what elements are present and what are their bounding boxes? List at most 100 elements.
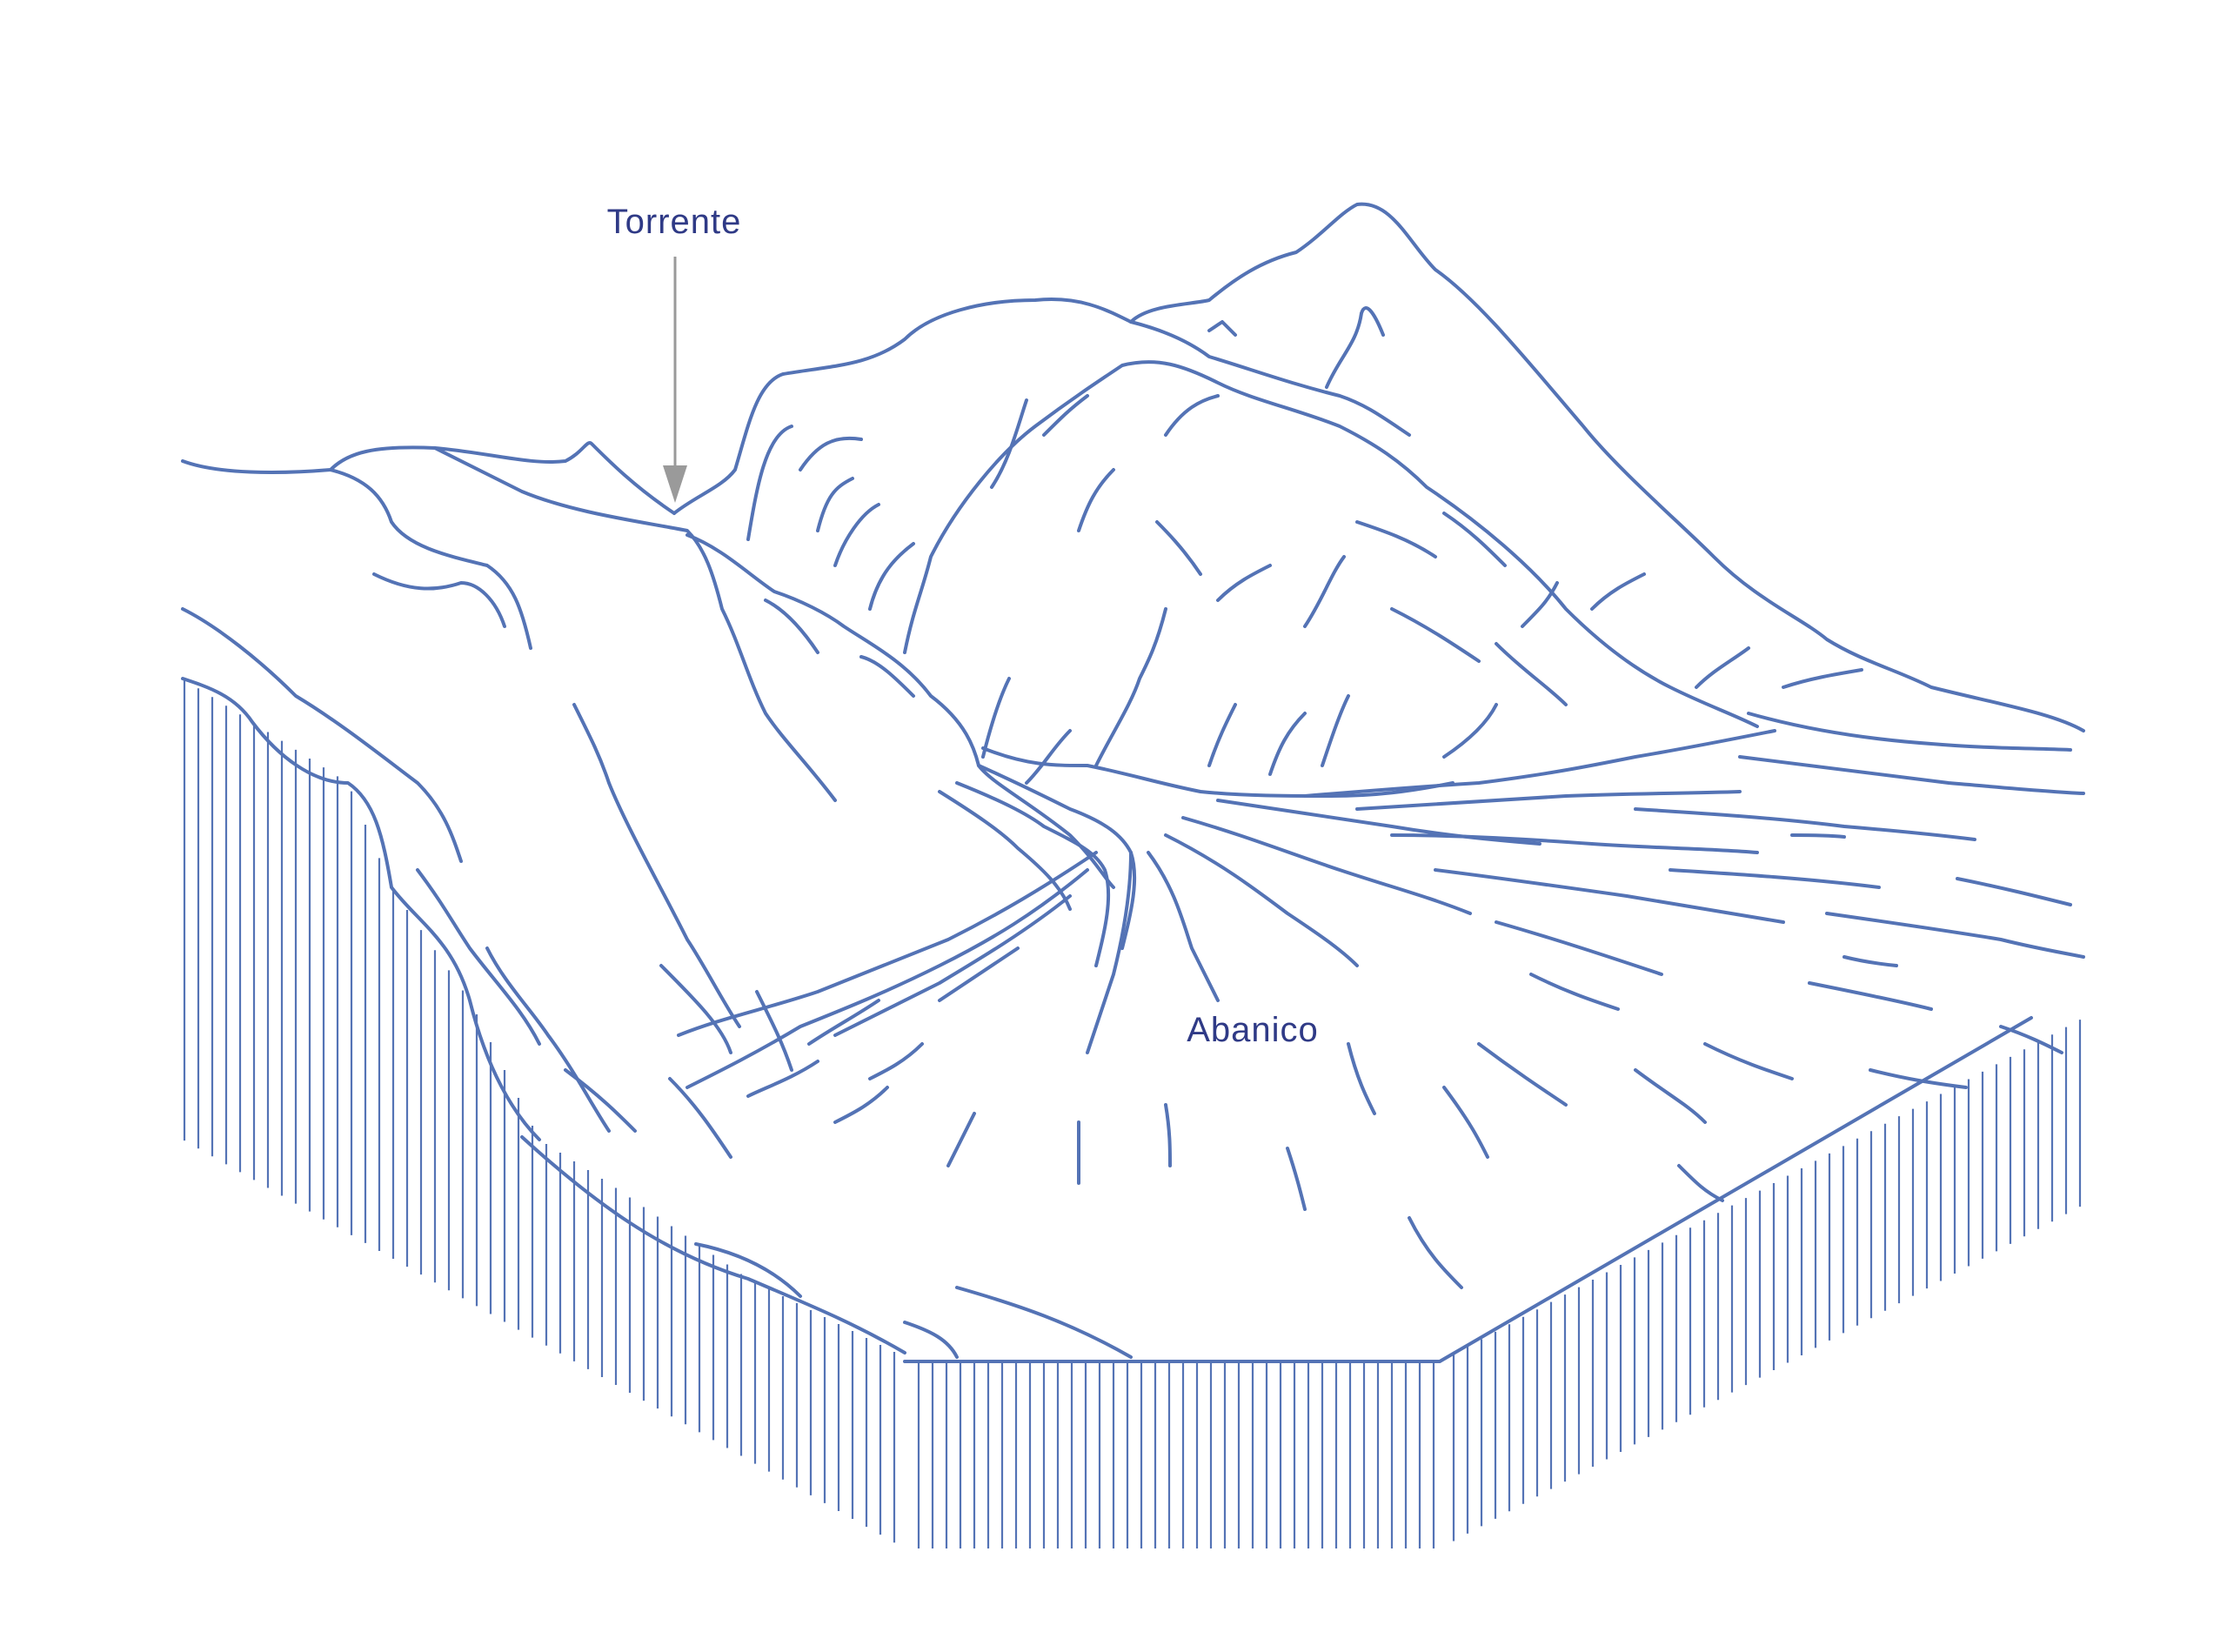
middle-spur-gully-9: [1025, 729, 1072, 785]
ridge-far-left: [181, 441, 676, 515]
fan-line-41: [1869, 1068, 1968, 1089]
fan-line-32: [833, 1086, 889, 1124]
block-front-left-edge: [520, 1135, 906, 1354]
lower-ridge-3: [1207, 703, 1237, 767]
fan-line-24: [1634, 1068, 1707, 1124]
right-mass-gully-4: [1164, 394, 1220, 437]
fan-line-42: [1999, 1025, 2063, 1054]
fan-line-39: [955, 1286, 1133, 1359]
left-gully-h: [668, 1077, 732, 1159]
fan-line-8: [1181, 816, 1472, 915]
fan-line-2: [685, 868, 1089, 1089]
lower-ridge-6: [1442, 703, 1498, 759]
block-side-hatching: [183, 679, 2082, 1548]
middle-spur-gully-3: [816, 477, 854, 532]
fan-line-40: [903, 1321, 959, 1359]
left-spur-3: [181, 607, 463, 863]
middle-spur-gully-8: [981, 677, 1011, 759]
right-mass-gully-14: [1695, 646, 1750, 689]
peak-gully-1: [1325, 306, 1385, 389]
ridge-center: [672, 202, 2085, 732]
right-mass-gully-8: [1355, 520, 1437, 558]
left-gully-g: [564, 1068, 637, 1133]
right-mass-gully-2: [1042, 394, 1089, 437]
left-spur-1: [329, 468, 532, 650]
left-gully-d: [485, 946, 611, 1133]
left-gully-f: [755, 990, 793, 1072]
peak-inner-ridge: [1129, 320, 1411, 437]
right-mass-gully-6: [1216, 564, 1272, 602]
middle-spur-gully-2: [799, 436, 863, 472]
fan-line-20: [1825, 912, 2085, 959]
middle-spur-gully-4: [833, 503, 880, 567]
fan-line-14: [1495, 920, 1663, 976]
fan-line-16: [1634, 807, 1976, 841]
torrent-channel-a: [977, 764, 1137, 950]
right-mass-gully-9: [1442, 512, 1507, 567]
fan-line-18: [1738, 755, 2085, 795]
fan-line-3: [833, 894, 1072, 1037]
right-mass-gully-11: [1590, 572, 1646, 611]
fan-line-29: [1164, 1103, 1172, 1167]
left-gully-c: [416, 868, 541, 1046]
arrow-head-icon: [663, 465, 687, 503]
middle-spur-gully-7: [859, 655, 915, 698]
right-mass-gully-5: [1155, 520, 1202, 576]
right-mass-gully-7: [1303, 555, 1346, 628]
right-mass-gully-1: [990, 398, 1028, 489]
fan-line-22: [1808, 981, 1933, 1011]
block-base-edge: [903, 1016, 2033, 1363]
fan-line-38: [694, 1242, 802, 1298]
lower-ridge-5: [1321, 694, 1350, 767]
torrente-arrow: [663, 257, 687, 503]
middle-spur-edge: [685, 533, 1115, 889]
block-left-top-edge: [181, 677, 541, 1141]
fan-line-10: [1303, 729, 1776, 798]
right-mass-gully-15: [1782, 668, 1863, 689]
fan-line-15: [1529, 973, 1620, 1011]
left-spur-2: [433, 446, 837, 802]
fan-line-21: [1956, 877, 2072, 906]
right-mass-gully-13: [1495, 642, 1568, 706]
fan-line-25: [1477, 1042, 1568, 1107]
fan-line-4: [938, 946, 1020, 1002]
right-mass-gully-10: [1521, 581, 1559, 628]
fan-line-28: [1286, 1147, 1307, 1211]
peak-gully-2: [1207, 320, 1237, 337]
fan-line-27: [1347, 1042, 1376, 1115]
fan-line-6: [1147, 851, 1220, 1002]
fan-line-33: [746, 1060, 819, 1098]
fan-line-5: [1086, 851, 1133, 1054]
lower-ridge-4: [1268, 712, 1307, 776]
right-mass-gully-3: [1077, 468, 1115, 532]
fan-line-37: [1677, 1164, 1724, 1202]
fan-line-36: [1408, 1216, 1463, 1289]
torrent-channel-c: [938, 790, 1072, 911]
fan-line-7: [1164, 833, 1359, 967]
fan-line-23: [1703, 1042, 1794, 1080]
right-mass-edge: [903, 360, 1759, 728]
abanico-label: Abanico: [1187, 1011, 1319, 1049]
left-gully-e: [659, 964, 732, 1054]
middle-spur-gully-5: [868, 542, 915, 611]
torrente-label: Torrente: [607, 203, 742, 241]
fan-line-31: [946, 1112, 976, 1167]
fan-line-1: [677, 851, 1098, 1037]
lower-ridge-2: [1094, 607, 1167, 767]
fan-line-26: [1442, 1086, 1489, 1159]
fan-line-43: [1790, 833, 1846, 839]
lower-ridge-1: [981, 746, 1455, 798]
fan-line-13: [1434, 868, 1785, 924]
middle-spur-gully-1: [746, 425, 793, 541]
left-gully-a: [372, 572, 506, 628]
fan-line-11: [1355, 790, 1742, 811]
fan-line-34: [868, 1042, 924, 1080]
right-mass-gully-12: [1390, 607, 1481, 663]
torrent-channel-b: [955, 781, 1111, 967]
fan-line-12: [1390, 833, 1759, 854]
middle-spur-gully-6: [764, 599, 819, 654]
landscape-lines: [181, 202, 2085, 1363]
fan-line-17: [1669, 868, 1881, 889]
